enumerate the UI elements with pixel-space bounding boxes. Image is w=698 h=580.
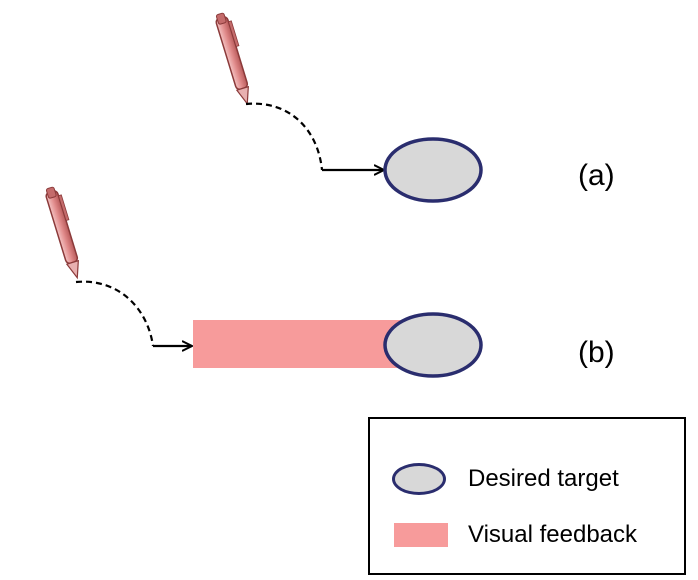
legend-label: Desired target xyxy=(468,465,619,492)
legend-label: Visual feedback xyxy=(468,521,638,548)
target-swatch-icon xyxy=(392,463,446,495)
panel-b xyxy=(45,186,483,378)
pen-trajectory-dashed xyxy=(245,102,324,171)
legend: Desired target Visual feedback xyxy=(368,417,686,575)
panel-a xyxy=(215,12,483,203)
panel-label-a: (a) xyxy=(578,159,615,192)
feedback-swatch-icon xyxy=(394,523,448,547)
legend-item-visual-feedback: Visual feedback xyxy=(370,515,688,555)
desired-target xyxy=(383,137,483,203)
panel-label-b: (b) xyxy=(578,336,615,369)
visual-feedback-bar xyxy=(193,320,421,368)
desired-target xyxy=(383,312,483,378)
pen-icon xyxy=(45,186,79,280)
pen-icon xyxy=(215,12,249,106)
legend-item-desired-target: Desired target xyxy=(370,459,688,499)
pen-trajectory-dashed xyxy=(75,280,155,347)
